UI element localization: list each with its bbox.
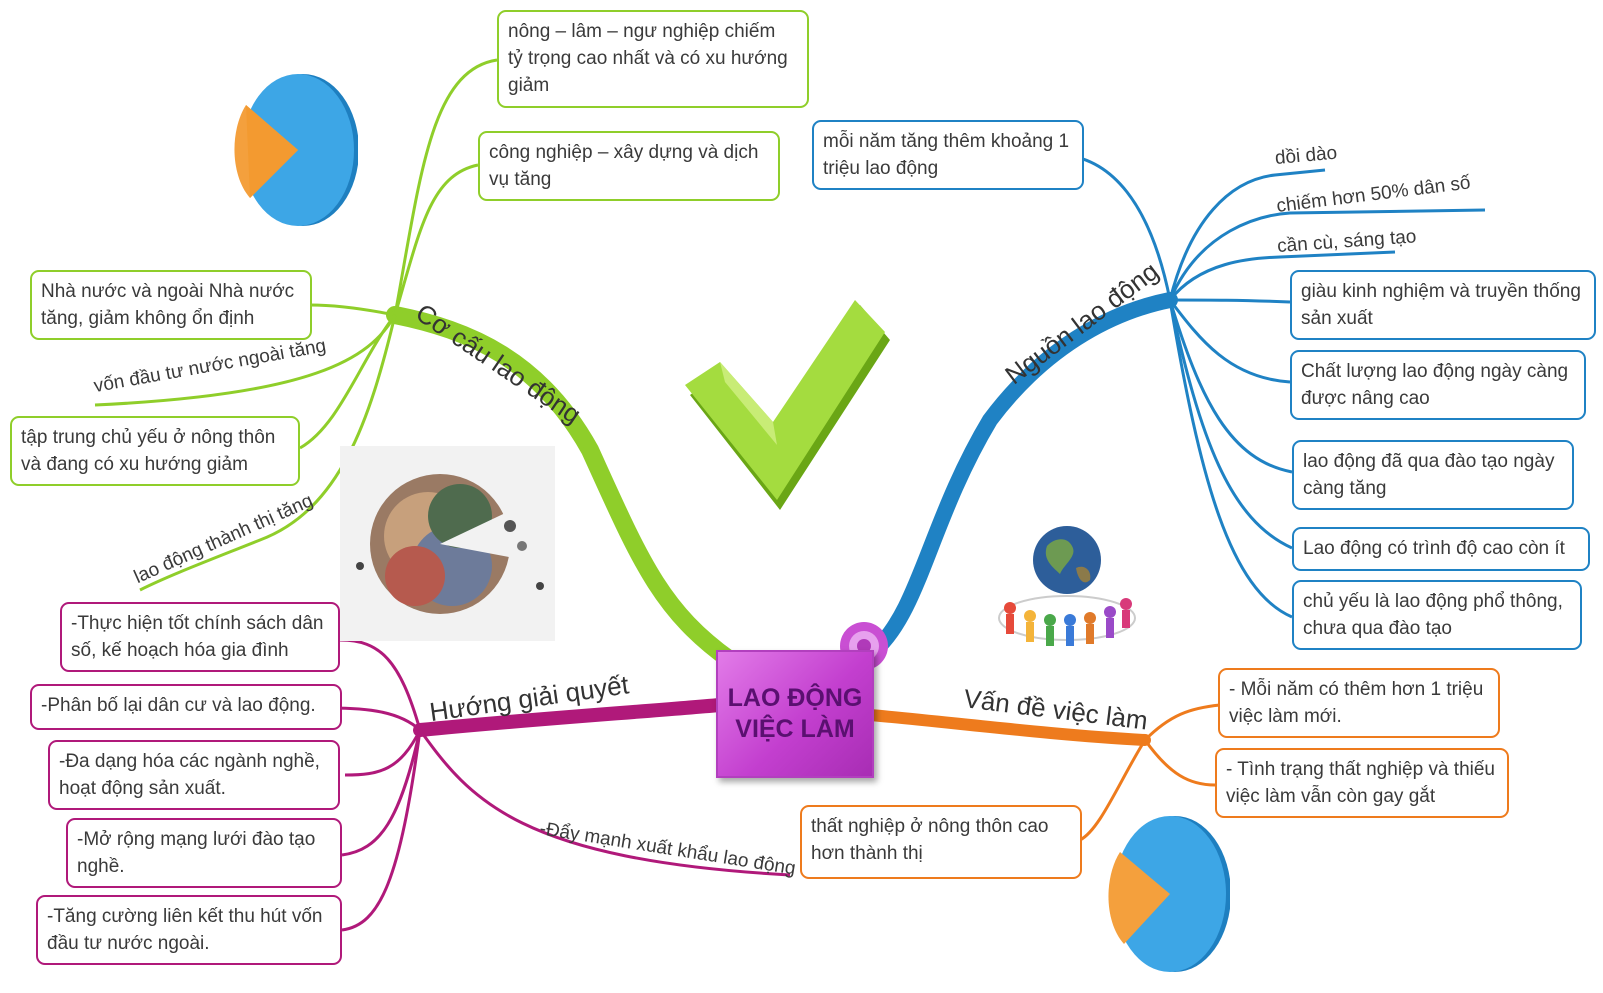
node-box[interactable]: -Thực hiện tốt chính sách dân số, kế hoạ…	[60, 602, 340, 672]
node-box[interactable]: tập trung chủ yếu ở nông thôn và đang có…	[10, 416, 300, 486]
branch-curve-co-cau-thin	[390, 310, 595, 455]
node-box[interactable]: -Tăng cường liên kết thu hút vốn đầu tư …	[36, 895, 342, 965]
node-box[interactable]: chủ yếu là lao động phổ thông, chưa qua …	[1292, 580, 1582, 650]
central-topic[interactable]: LAO ĐỘNG VIỆC LÀM	[716, 650, 874, 778]
node-box[interactable]: giàu kinh nghiệm và truyền thống sản xuấ…	[1290, 270, 1596, 340]
node-box[interactable]: -Đa dạng hóa các ngành nghề, hoạt động s…	[48, 740, 340, 810]
node-box[interactable]: - Tình trạng thất nghiệp và thiếu việc l…	[1215, 748, 1509, 818]
node-box[interactable]: Lao động có trình độ cao còn ít	[1292, 527, 1590, 571]
crowd-pie-image	[340, 446, 555, 641]
node-box[interactable]: thất nghiệp ở nông thôn cao hơn thành th…	[800, 805, 1082, 879]
central-topic-line-1: LAO ĐỘNG	[727, 684, 863, 712]
branch-curve-van-de	[864, 709, 1151, 746]
globe-people-image	[998, 526, 1136, 646]
node-box[interactable]: mỗi năm tăng thêm khoảng 1 triệu lao độn…	[812, 120, 1084, 190]
node-box[interactable]: -Phân bố lại dân cư và lao động.	[30, 684, 342, 730]
node-box[interactable]: công nghiệp – xây dựng và dịch vụ tăng	[478, 131, 780, 201]
node-box[interactable]: nông – lâm – ngư nghiệp chiếm tỷ trọng c…	[497, 10, 809, 108]
checkmark-icon	[685, 300, 890, 510]
node-box[interactable]: - Mỗi năm có thêm hơn 1 triệu việc làm m…	[1218, 668, 1500, 738]
branch-curve-huong	[413, 698, 727, 737]
pie-chart-icon	[1108, 816, 1230, 972]
branch-curve-nguon	[867, 292, 1178, 658]
node-box[interactable]: -Mở rộng mạng lưới đào tạo nghề.	[66, 818, 342, 888]
node-box[interactable]: lao động đã qua đào tạo ngày càng tăng	[1292, 440, 1574, 510]
pie-chart-icon	[234, 74, 358, 226]
node-box[interactable]: Chất lượng lao động ngày càng được nâng …	[1290, 350, 1586, 420]
node-box[interactable]: Nhà nước và ngoài Nhà nước tăng, giảm kh…	[30, 270, 312, 340]
central-topic-line-2: VIỆC LÀM	[735, 715, 855, 743]
